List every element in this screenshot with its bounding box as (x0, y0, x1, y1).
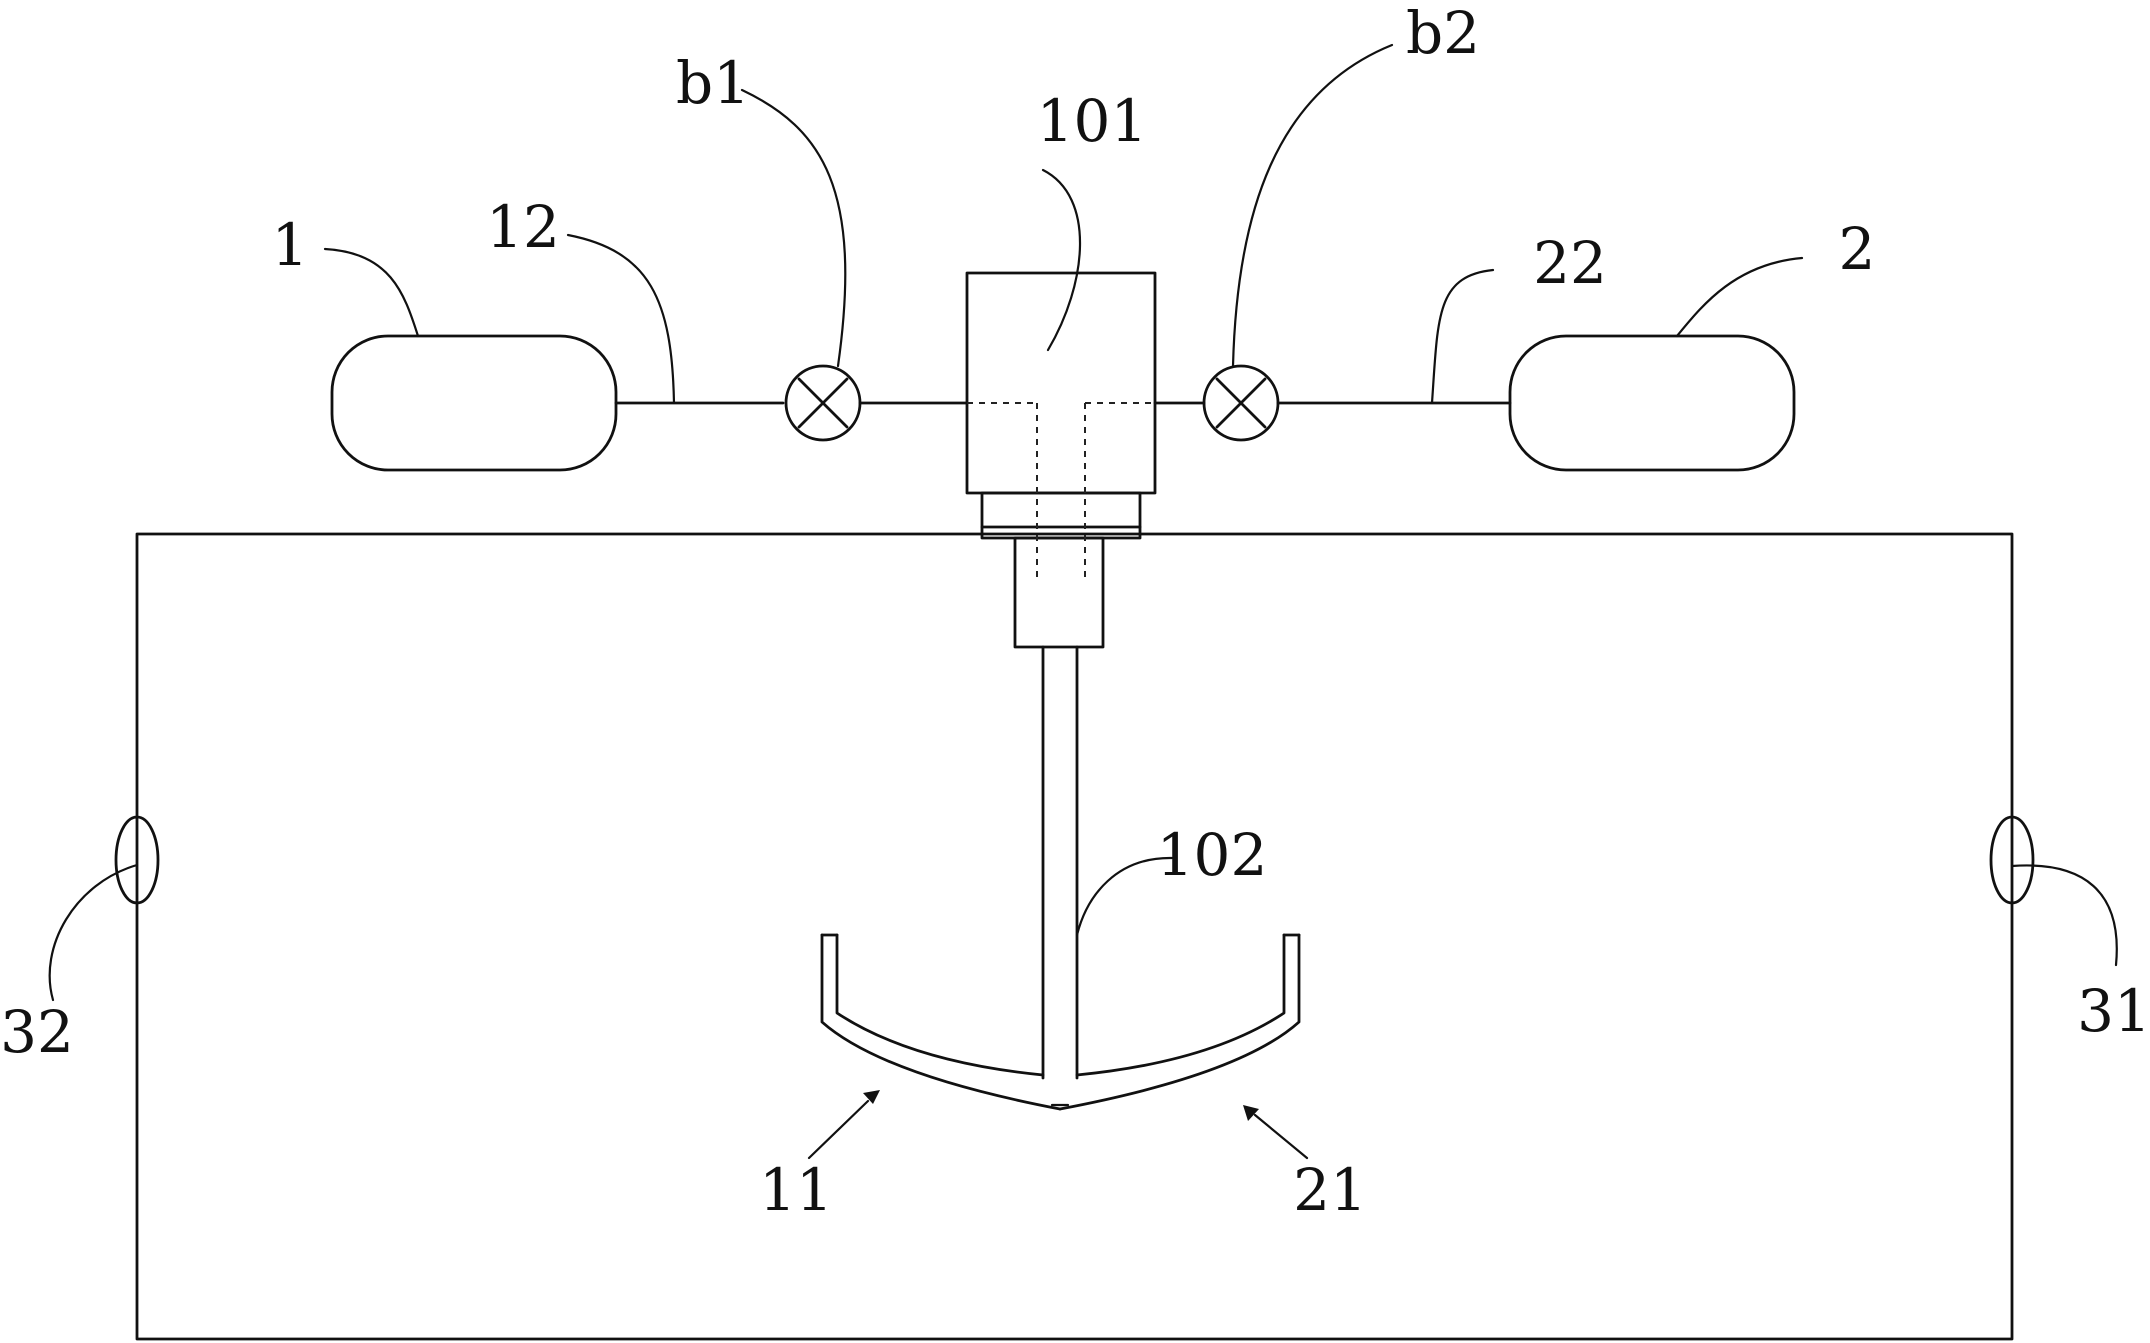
upper-shaft-sleeve (1013, 536, 1105, 649)
leader-101 (1041, 168, 1082, 352)
right-valve-cross-b (1215, 377, 1267, 429)
label-1: 1 (272, 211, 309, 279)
right-port (1989, 815, 2035, 905)
label-21: 21 (1293, 1156, 1367, 1224)
left-port (114, 815, 160, 905)
leader-22 (1430, 268, 1495, 405)
label-22: 22 (1533, 229, 1607, 297)
leader-32 (48, 863, 139, 1002)
label-b2: b2 (1406, 0, 1480, 67)
stirrer-left-outer (820, 933, 1062, 1111)
label-31: 31 (2077, 977, 2150, 1045)
label-12: 12 (486, 193, 560, 261)
arrow-21-head (1243, 1105, 1259, 1121)
arrow-11-head (863, 1090, 880, 1104)
stirrer-left-inner (835, 933, 1045, 1077)
left-valve-cross-b (797, 377, 849, 429)
label-b1: b1 (676, 49, 750, 117)
label-102: 102 (1157, 821, 1268, 889)
leader-12 (566, 233, 676, 405)
stirrer-right-inner (1075, 933, 1286, 1077)
arrow-21 (1253, 1113, 1309, 1160)
leader-b1 (740, 88, 847, 368)
outer-chamber (135, 532, 2014, 1341)
label-101: 101 (1037, 87, 1148, 155)
leader-2 (1675, 256, 1804, 338)
label-32: 32 (0, 998, 74, 1066)
leader-31 (2010, 864, 2118, 967)
leader-102 (1075, 856, 1174, 937)
stirrer-right-outer (1058, 933, 1301, 1111)
label-2: 2 (1839, 215, 1876, 283)
label-11: 11 (759, 1156, 833, 1224)
leader-1 (323, 247, 420, 338)
arrow-11 (807, 1099, 870, 1160)
leader-b2 (1231, 43, 1394, 368)
